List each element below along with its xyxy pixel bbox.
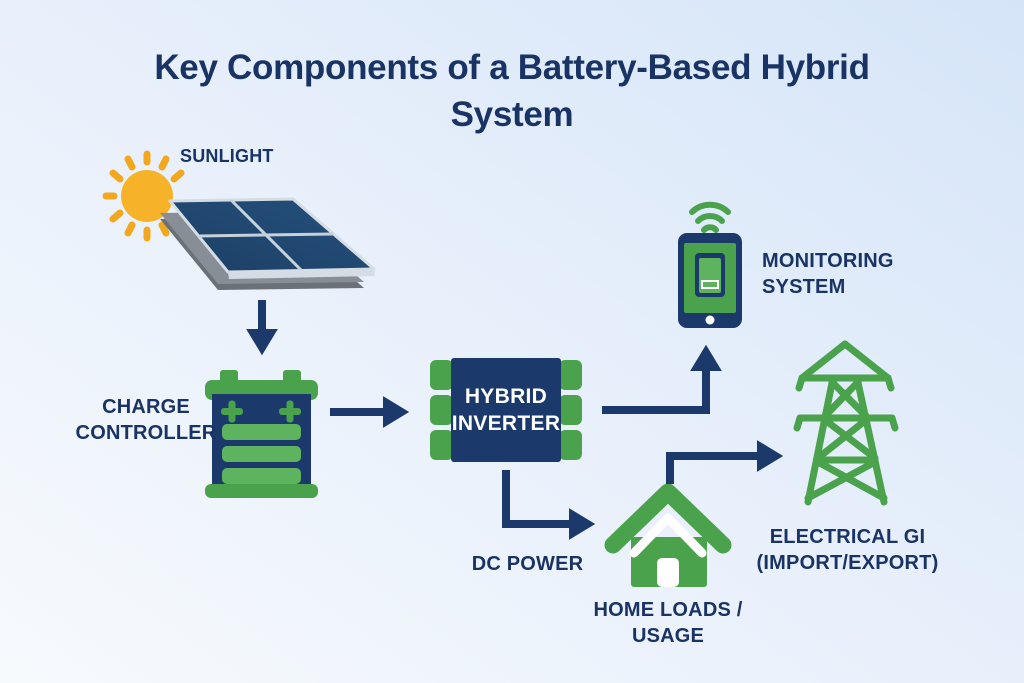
- sun-icon: [102, 150, 185, 242]
- monitoring-label-line1: MONITORING: [762, 250, 894, 272]
- solar-panel-icon: [160, 197, 376, 290]
- inverter-label-line1: HYBRID: [464, 385, 548, 408]
- charge-controller-label-line1: CHARGE: [102, 396, 190, 418]
- house-door: [657, 558, 679, 587]
- arrow-inverter-to-monitoring: [602, 344, 722, 414]
- transmission-tower-icon: [793, 340, 899, 506]
- page-title: Key Components of a Battery-Based Hybrid…: [0, 44, 1024, 138]
- home-loads-label-line1: HOME LOADS /: [593, 599, 743, 621]
- page-title-line1: Key Components of a Battery-Based Hybrid: [154, 48, 870, 87]
- home-loads-label-line2: USAGE: [631, 625, 705, 647]
- arrow-home-to-grid: [666, 440, 784, 484]
- sunlight-label: SUNLIGHT: [180, 143, 274, 169]
- inverter-box: HYBRID INVERTER: [451, 358, 561, 462]
- battery-icon: [205, 370, 318, 498]
- charge-controller-label: CHARGE CONTROLLER: [66, 394, 226, 446]
- electrical-grid-label: ELECTRICAL GI (IMPORT/EXPORT): [750, 524, 945, 576]
- inverter-label-line2: INVERTER: [451, 412, 561, 435]
- monitoring-system-label: MONITORING SYSTEM: [762, 248, 894, 300]
- wifi-icon: [689, 201, 731, 233]
- page-title-line2: System: [450, 95, 574, 134]
- monitoring-label-line2: SYSTEM: [762, 276, 846, 298]
- charge-controller-label-line2: CONTROLLER: [75, 422, 217, 444]
- sunlight-label-text: SUNLIGHT: [180, 146, 274, 166]
- battery-charge-bars: [222, 424, 301, 484]
- battery-plus-terminals: [221, 400, 301, 423]
- dc-power-label-text: DC POWER: [471, 553, 584, 575]
- inverter-left-fin: [430, 360, 453, 460]
- dc-power-label: DC POWER: [450, 551, 605, 577]
- house-icon: [604, 483, 732, 587]
- arrow-inverter-to-home: [502, 470, 596, 540]
- home-loads-label: HOME LOADS / USAGE: [592, 597, 744, 649]
- inverter-right-fin: [559, 360, 582, 460]
- inverter-icon: HYBRID INVERTER: [430, 358, 582, 462]
- electrical-grid-label-line1: ELECTRICAL GI: [769, 526, 926, 548]
- electrical-grid-label-line2: (IMPORT/EXPORT): [756, 552, 939, 574]
- phone-with-wifi-icon: [678, 201, 742, 328]
